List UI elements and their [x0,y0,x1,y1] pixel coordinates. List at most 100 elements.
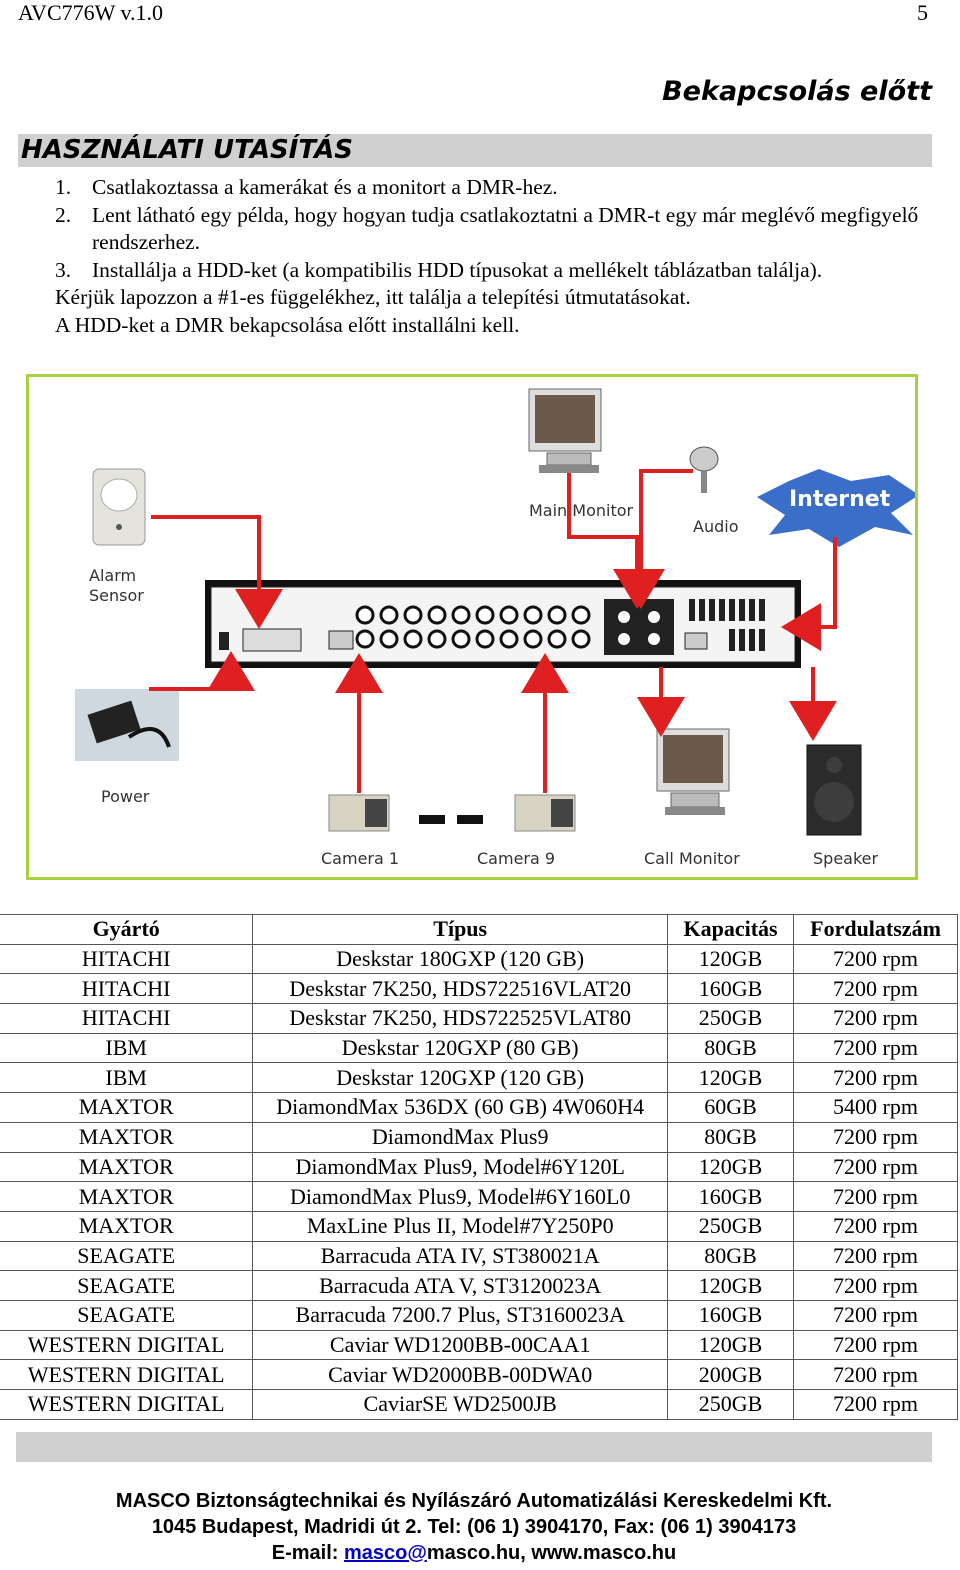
camera-9-label: Camera 9 [477,849,556,868]
table-cell: 7200 rpm [793,1359,958,1390]
hdd-compatibility-table: Gyártó Típus Kapacitás Fordulatszám HITA… [0,914,958,1420]
table-cell: Barracuda 7200.7 Plus, ST3160023A [252,1299,669,1331]
table-cell: 7200 rpm [793,1389,958,1420]
instructions: 1. Csatlakoztassa a kamerákat és a monit… [55,174,931,339]
instruction-number: 3. [55,257,72,282]
table-cell: HITACHI [0,973,254,1005]
table-cell: 160GB [667,1299,795,1331]
table-cell: 160GB [667,973,795,1005]
instruction-item: 3. Installálja a HDD-ket (a kompatibilis… [55,257,931,285]
table-cell: WESTERN DIGITAL [0,1329,254,1361]
table-cell: 120GB [667,943,795,975]
table-cell: HITACHI [0,943,254,975]
connection-arrows [149,469,837,793]
table-cell: 7200 rpm [793,1270,958,1301]
table-cell: Caviar WD1200BB-00CAA1 [252,1329,669,1361]
camera-1-icon [328,794,390,832]
table-cell: 7200 rpm [793,1240,958,1272]
table-cell: Barracuda ATA IV, ST380021A [252,1240,669,1272]
table-cell: 7200 rpm [793,1181,958,1212]
main-monitor-label: Main Monitor [529,501,634,520]
section-title: Bekapcsolás előtt [662,76,932,107]
call-monitor-icon [656,728,730,815]
table-cell: SEAGATE [0,1299,254,1331]
table-cell: SEAGATE [0,1270,254,1301]
table-cell: 120GB [667,1329,795,1361]
instruction-text: Installálja a HDD-ket (a kompatibilis HD… [92,257,823,282]
company-address: 1045 Budapest, Madridi út 2. Tel: (06 1)… [151,1516,797,1538]
table-cell: 7200 rpm [793,1151,958,1183]
email-link[interactable]: masco@ [344,1542,427,1564]
table-cell: 7200 rpm [793,1329,958,1361]
table-header-row: Gyártó Típus Kapacitás Fordulatszám [0,914,958,945]
table-cell: WESTERN DIGITAL [0,1359,254,1390]
table-cell: Caviar WD2000BB-00DWA0 [252,1359,669,1390]
audio-label: Audio [693,517,739,536]
camera-9-icon [514,794,576,832]
table-cell: MAXTOR [0,1092,254,1123]
table-cell: Deskstar 7K250, HDS722525VLAT80 [252,1003,669,1034]
table-cell: IBM [0,1032,254,1064]
main-monitor-icon [528,388,602,473]
camera-1-label: Camera 1 [321,849,400,868]
table-cell: 7200 rpm [793,1003,958,1034]
column-header: Gyártó [0,914,254,945]
table-cell: 7200 rpm [793,1121,958,1153]
table-cell: 5400 rpm [793,1092,958,1123]
power-adapter-icon [75,689,179,761]
contact-line: E-mail: masco@masco.hu, www.masco.hu [0,1540,948,1566]
instruction-number: 1. [55,175,72,199]
table-cell: 80GB [667,1240,795,1272]
internet-badge [757,469,915,547]
table-cell: IBM [0,1062,254,1094]
heading-bar: HASZNÁLATI UTASÍTÁS [18,134,932,167]
table-cell: 7200 rpm [793,1062,958,1094]
table-cell: 7200 rpm [793,973,958,1005]
alarm-sensor-label: Sensor [89,586,144,605]
table-cell: 250GB [667,1003,795,1034]
document-id: AVC776W v.1.0 [18,0,164,25]
footer-bar [16,1432,932,1462]
table-cell: Deskstar 180GXP (120 GB) [252,943,669,975]
email-rest: masco.hu, www.masco.hu [426,1542,677,1564]
table-cell: 80GB [667,1121,795,1153]
table-cell: DiamondMax 536DX (60 GB) 4W060H4 [252,1092,669,1123]
table-cell: Deskstar 120GXP (120 GB) [252,1062,669,1094]
internet-label: Internet [789,487,891,512]
company-name: MASCO Biztonságtechnikai és Nyílászáró A… [115,1490,833,1512]
note-line: Kérjük lapozzon a #1-es függelékhez, itt… [55,285,691,309]
table-cell: 60GB [667,1092,795,1123]
page-heading: HASZNÁLATI UTASÍTÁS [21,135,353,165]
table-cell: MaxLine Plus II, Model#7Y250P0 [252,1210,669,1242]
table-cell: DiamondMax Plus9 [252,1121,669,1153]
power-label: Power [101,787,150,806]
table-cell: 7200 rpm [793,943,958,975]
table-cell: WESTERN DIGITAL [0,1389,254,1420]
instruction-text: Lent látható egy példa, hogy hogyan tudj… [92,202,919,255]
connection-diagram: Main Monitor Audio Internet Alarm Sensor… [26,374,918,880]
table-cell: 250GB [667,1210,795,1242]
instruction-item: 1. Csatlakoztassa a kamerákat és a monit… [55,174,931,202]
table-cell: SEAGATE [0,1240,254,1272]
table-cell: HITACHI [0,1003,254,1034]
table-cell: MAXTOR [0,1210,254,1242]
footer: MASCO Biztonságtechnikai és Nyílászáró A… [0,1488,948,1566]
table-cell: 7200 rpm [793,1032,958,1064]
table-cell: Deskstar 120GXP (80 GB) [252,1032,669,1064]
page-number: 5 [917,0,928,25]
